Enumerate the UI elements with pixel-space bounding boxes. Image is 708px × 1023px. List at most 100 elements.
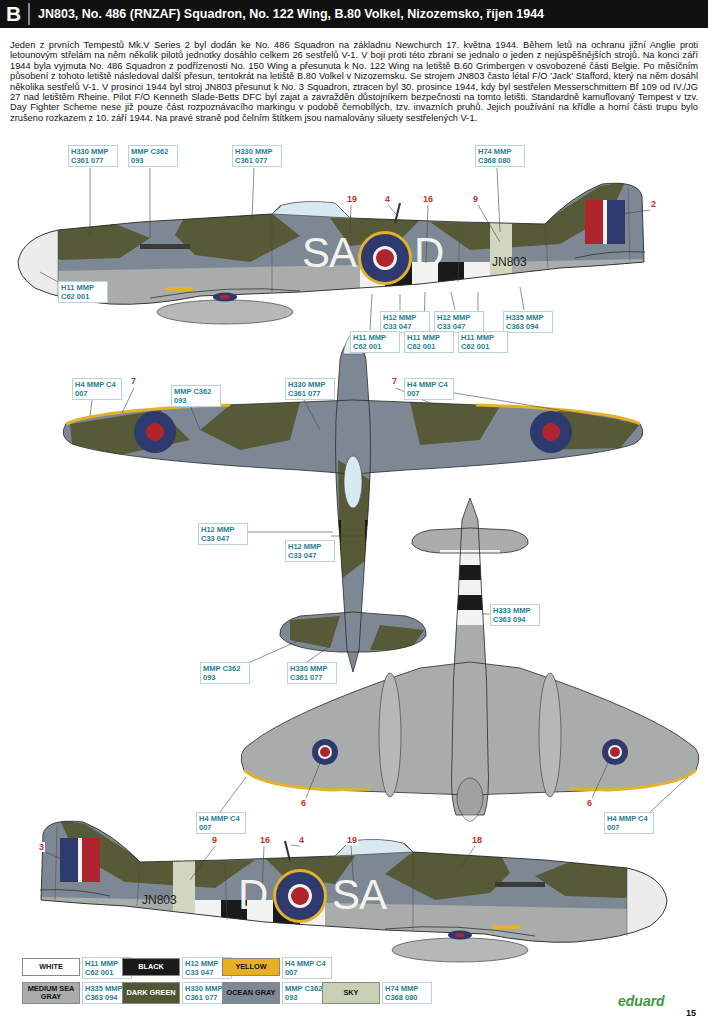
underside-view	[220, 490, 708, 830]
top-view	[344, 456, 362, 508]
aircraft-illustration	[0, 0, 708, 28]
top-view	[146, 423, 164, 441]
underside-view	[220, 490, 708, 830]
callout-number: 19	[346, 835, 358, 845]
top-view	[290, 616, 340, 648]
leader-line	[40, 272, 58, 282]
leader-line	[40, 168, 688, 893]
leader-line	[482, 614, 490, 615]
color-code: H335 MMP C363 094	[503, 311, 553, 333]
leader-line	[244, 532, 364, 536]
color-code: H4 MMP C4 007	[404, 378, 454, 400]
code-letters: SA	[332, 874, 386, 916]
color-code: H12 MMP C33 047	[198, 523, 248, 545]
underside-view	[602, 739, 628, 765]
underside-view	[457, 778, 483, 818]
underside-view	[539, 673, 561, 797]
color-code: H11 MMP C62 001	[458, 331, 508, 353]
legend-swatch: WHITE	[22, 958, 80, 976]
leader-line	[220, 763, 688, 812]
underside-view	[440, 565, 500, 580]
legend-text: WHITE	[39, 963, 63, 971]
callout-number: 7	[130, 376, 137, 386]
top-view	[134, 411, 176, 453]
legend-text: OCEAN GRAY	[227, 989, 276, 997]
callout-number: 4	[384, 194, 391, 204]
color-code: H333 MMP C363 094	[490, 604, 540, 626]
top-view	[200, 402, 300, 450]
legend-swatch: BLACK	[122, 958, 180, 976]
color-code: MMP C362 093	[200, 662, 250, 684]
callout-number: 6	[586, 798, 593, 808]
color-code: H330 MMP C361 077	[287, 662, 337, 684]
code-letters: SA	[302, 232, 356, 274]
callout-number: 3	[38, 842, 45, 852]
legend-swatch: SKY	[322, 982, 380, 1004]
color-code: H12 MMP C33 047	[434, 311, 484, 333]
section-badge: B	[6, 2, 21, 26]
code-letters: D	[238, 874, 267, 916]
color-code: H330 MMP C361 077	[232, 145, 282, 167]
color-code: H4 MMP C4 007	[196, 812, 246, 834]
top-view	[50, 330, 660, 680]
top-view	[370, 625, 424, 650]
color-code: H4 MMP C4 007	[72, 378, 122, 400]
callout-number: 16	[259, 835, 271, 845]
leader-line	[90, 168, 500, 238]
legend-text: YELLOW	[235, 963, 266, 971]
top-view	[410, 402, 500, 445]
watermark: eduard	[618, 993, 665, 1009]
color-code: H330 MMP C361 077	[285, 378, 335, 400]
legend-swatch: OCEAN GRAY	[222, 982, 280, 1004]
underside-view	[320, 747, 330, 757]
legend-text: MEDIUM SEA GRAY	[23, 985, 79, 1001]
color-code: H11 MMP C62 001	[350, 331, 400, 353]
underside-view	[462, 815, 478, 822]
leader-line	[246, 640, 330, 664]
color-code: H12 MMP C33 047	[380, 311, 430, 333]
top-view	[542, 423, 560, 441]
underside-view	[608, 745, 622, 759]
color-code: H11 MMP C62 001	[58, 281, 108, 303]
top-view	[50, 330, 660, 680]
legend-swatch: MEDIUM SEA GRAY	[22, 982, 80, 1004]
page-number: 15	[686, 1008, 696, 1018]
history-text: Jeden z prvních Tempestů Mk.V Series 2 b…	[10, 40, 698, 123]
underside-view	[244, 770, 370, 790]
top-view	[530, 411, 572, 453]
underside-view	[440, 550, 500, 565]
underside-view	[379, 673, 401, 797]
underside-view	[312, 739, 338, 765]
leader-line	[350, 205, 650, 263]
color-code: MMP C362 093	[171, 385, 221, 407]
legend-swatch: DARK GREEN	[122, 982, 180, 1004]
color-code: H330 MMP C361 077	[68, 145, 118, 167]
aircraft-illustration	[29, 3, 30, 25]
underside-view	[220, 490, 708, 830]
leader-line	[90, 388, 620, 430]
callout-number: 18	[471, 835, 483, 845]
callout-number: 19	[346, 194, 358, 204]
legend-text: SKY	[343, 989, 358, 997]
color-code: H4 MMP C4 007	[604, 812, 654, 834]
top-view	[336, 338, 371, 672]
underside-view	[452, 498, 489, 815]
callout-number: 7	[391, 376, 398, 386]
code-letters: D	[414, 232, 443, 274]
color-code: H12 MMP C33 047	[285, 540, 335, 562]
title-text: JN803, No. 486 (RNZAF) Squadron, No. 122…	[38, 7, 544, 21]
color-code: H74 MMP C368 080	[382, 982, 432, 1004]
aircraft-illustration	[0, 170, 700, 324]
serial-number: JN803	[492, 256, 527, 269]
underside-view	[440, 580, 500, 595]
top-view	[280, 612, 426, 652]
underside-view	[610, 747, 620, 757]
callout-number: 9	[472, 194, 479, 204]
callout-number: 6	[300, 798, 307, 808]
callout-number: 4	[298, 835, 305, 845]
color-code: H4 MMP C4 007	[282, 957, 332, 979]
color-code: H74 MMP C368 080	[475, 145, 525, 167]
underside-view	[241, 662, 699, 795]
color-code: MMP C362 093	[128, 145, 178, 167]
